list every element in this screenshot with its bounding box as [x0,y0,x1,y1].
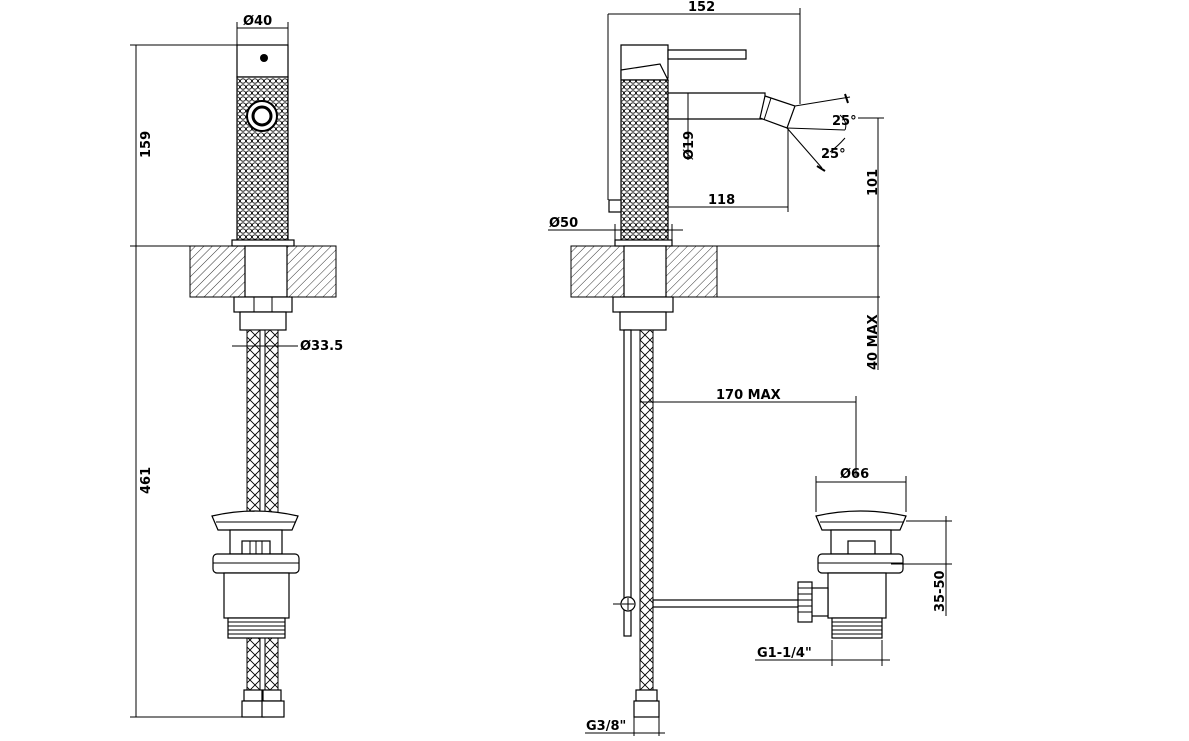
deck-left [189,245,246,298]
dim-waste-thread: G1-1/4" [757,646,812,661]
mounting-shank [244,245,288,298]
spout-arm [667,92,766,120]
lock-nut [233,296,293,313]
hose-fitting-right [261,700,285,718]
spout-nozzle [759,95,796,129]
dim-front-diameter-top: Ø40 [243,14,272,29]
dim-deck-max: 40 MAX [866,314,881,370]
side-view: 152 25° 25° Ø19 118 Ø50 [548,0,952,736]
side-knurled-body [620,79,669,245]
deck-right [286,245,337,298]
side-dimensions: 152 25° 25° Ø19 118 Ø50 [548,0,952,736]
pull-knob [608,199,622,213]
front-dimensions: Ø40 159 461 Ø33.5 [130,14,343,718]
pull-rod [623,329,632,637]
dim-angle-up: 25° [832,114,857,129]
dim-total-height: 461 [139,467,154,494]
dim-shank-diameter: Ø33.5 [300,339,343,354]
side-hose [639,329,654,691]
dim-reach: 118 [708,193,735,208]
waste-front [211,510,300,639]
side-deck-right [665,245,718,298]
dim-spout-diameter: Ø19 [682,131,697,160]
spout-aerator [251,105,273,127]
dim-hose-thread: G3/8" [586,719,626,734]
side-deck-left [570,245,625,298]
dim-waste-height: 35-50 [933,570,948,612]
dim-body-height: 159 [139,131,154,158]
dim-rod-reach: 170 MAX [716,388,781,403]
waste-side [797,510,907,639]
dim-base-diameter: Ø50 [549,216,578,231]
dim-waste-diameter: Ø66 [840,467,869,482]
cap-indicator [260,54,268,62]
side-hose-fitting [633,700,660,718]
dim-angle-down: 25° [821,147,846,162]
dim-width: 152 [688,0,715,15]
linkage-bar [652,599,801,608]
hose-fitting-left [241,700,265,718]
lever [667,49,747,60]
front-view: Ø40 159 461 Ø33.5 [130,14,343,718]
dim-height: 101 [866,169,881,196]
